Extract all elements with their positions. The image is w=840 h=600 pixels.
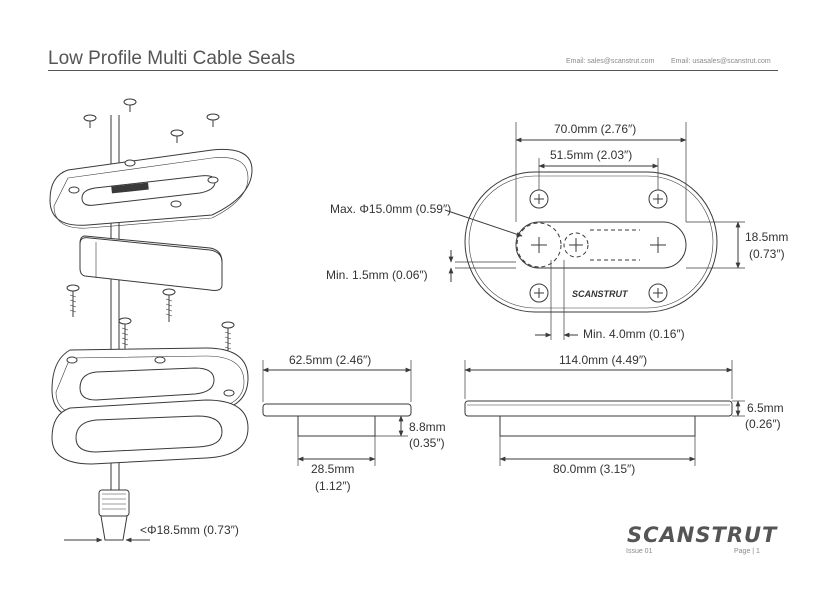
rubber-seal [79, 235, 223, 291]
screw-icon [118, 317, 132, 350]
top-view [444, 122, 745, 340]
cable-hole [563, 232, 589, 258]
dim-front-height-in: (0.26″) [745, 417, 781, 431]
phillips-screw-icon [529, 189, 549, 209]
dim-cable-diameter: <Φ18.5mm (0.73″) [140, 523, 239, 537]
phillips-screw-icon [648, 189, 668, 209]
top-plate [49, 148, 253, 229]
screw-icon [83, 114, 97, 128]
screw-icon [170, 129, 184, 143]
dim-side-height-mm: 8.8mm [409, 420, 446, 434]
plate-logo: SCANSTRUT [572, 289, 629, 299]
cable-slot [515, 221, 687, 269]
plate-inner-outline [468, 175, 714, 309]
front-view [464, 360, 745, 466]
dim-top-overall: 70.0mm (2.76″) [554, 122, 636, 136]
brand-logo: SCANSTRUT [627, 523, 778, 547]
screw-icon [66, 284, 80, 317]
page-number: Page | 1 [734, 548, 760, 555]
dim-top-holes: 51.5mm (2.03″) [550, 148, 632, 162]
dim-side-height-in: (0.35″) [409, 436, 445, 450]
sales-email[interactable]: Email: sales@scanstrut.com [566, 58, 655, 65]
usa-sales-email[interactable]: Email: usasales@scanstrut.com [671, 58, 771, 65]
page-title: Low Profile Multi Cable Seals [48, 48, 296, 69]
dim-side-base-mm: 28.5mm [311, 462, 354, 476]
dim-front-width: 114.0mm (4.49″) [559, 353, 647, 367]
cable-hole [650, 237, 666, 253]
phillips-screw-icon [529, 283, 549, 303]
dim-side-base-in: (1.12″) [315, 479, 351, 493]
dim-min-spacing: Min. 4.0mm (0.16″) [583, 327, 685, 341]
exploded-view [49, 98, 253, 543]
dim-front-height-mm: 6.5mm [747, 401, 784, 415]
header-rule [48, 70, 778, 71]
issue-label: Issue 01 [626, 548, 653, 555]
dim-min-wall: Min. 1.5mm (0.06″) [326, 268, 428, 282]
screw-icon [206, 113, 220, 127]
dim-side-width: 62.5mm (2.46″) [289, 353, 371, 367]
cable-connector [98, 489, 130, 541]
screw-icon [123, 98, 137, 112]
gasket [51, 399, 249, 465]
dim-front-base: 80.0mm (3.15″) [553, 462, 635, 476]
dim-max-cable: Max. Φ15.0mm (0.59″) [330, 202, 451, 216]
dim-slot-height-in: (0.73″) [749, 247, 785, 261]
side-view [262, 360, 412, 466]
cable-hole [516, 222, 562, 268]
phillips-screw-icon [648, 283, 668, 303]
screw-icon [162, 288, 176, 322]
dim-slot-height-mm: 18.5mm [745, 230, 788, 244]
